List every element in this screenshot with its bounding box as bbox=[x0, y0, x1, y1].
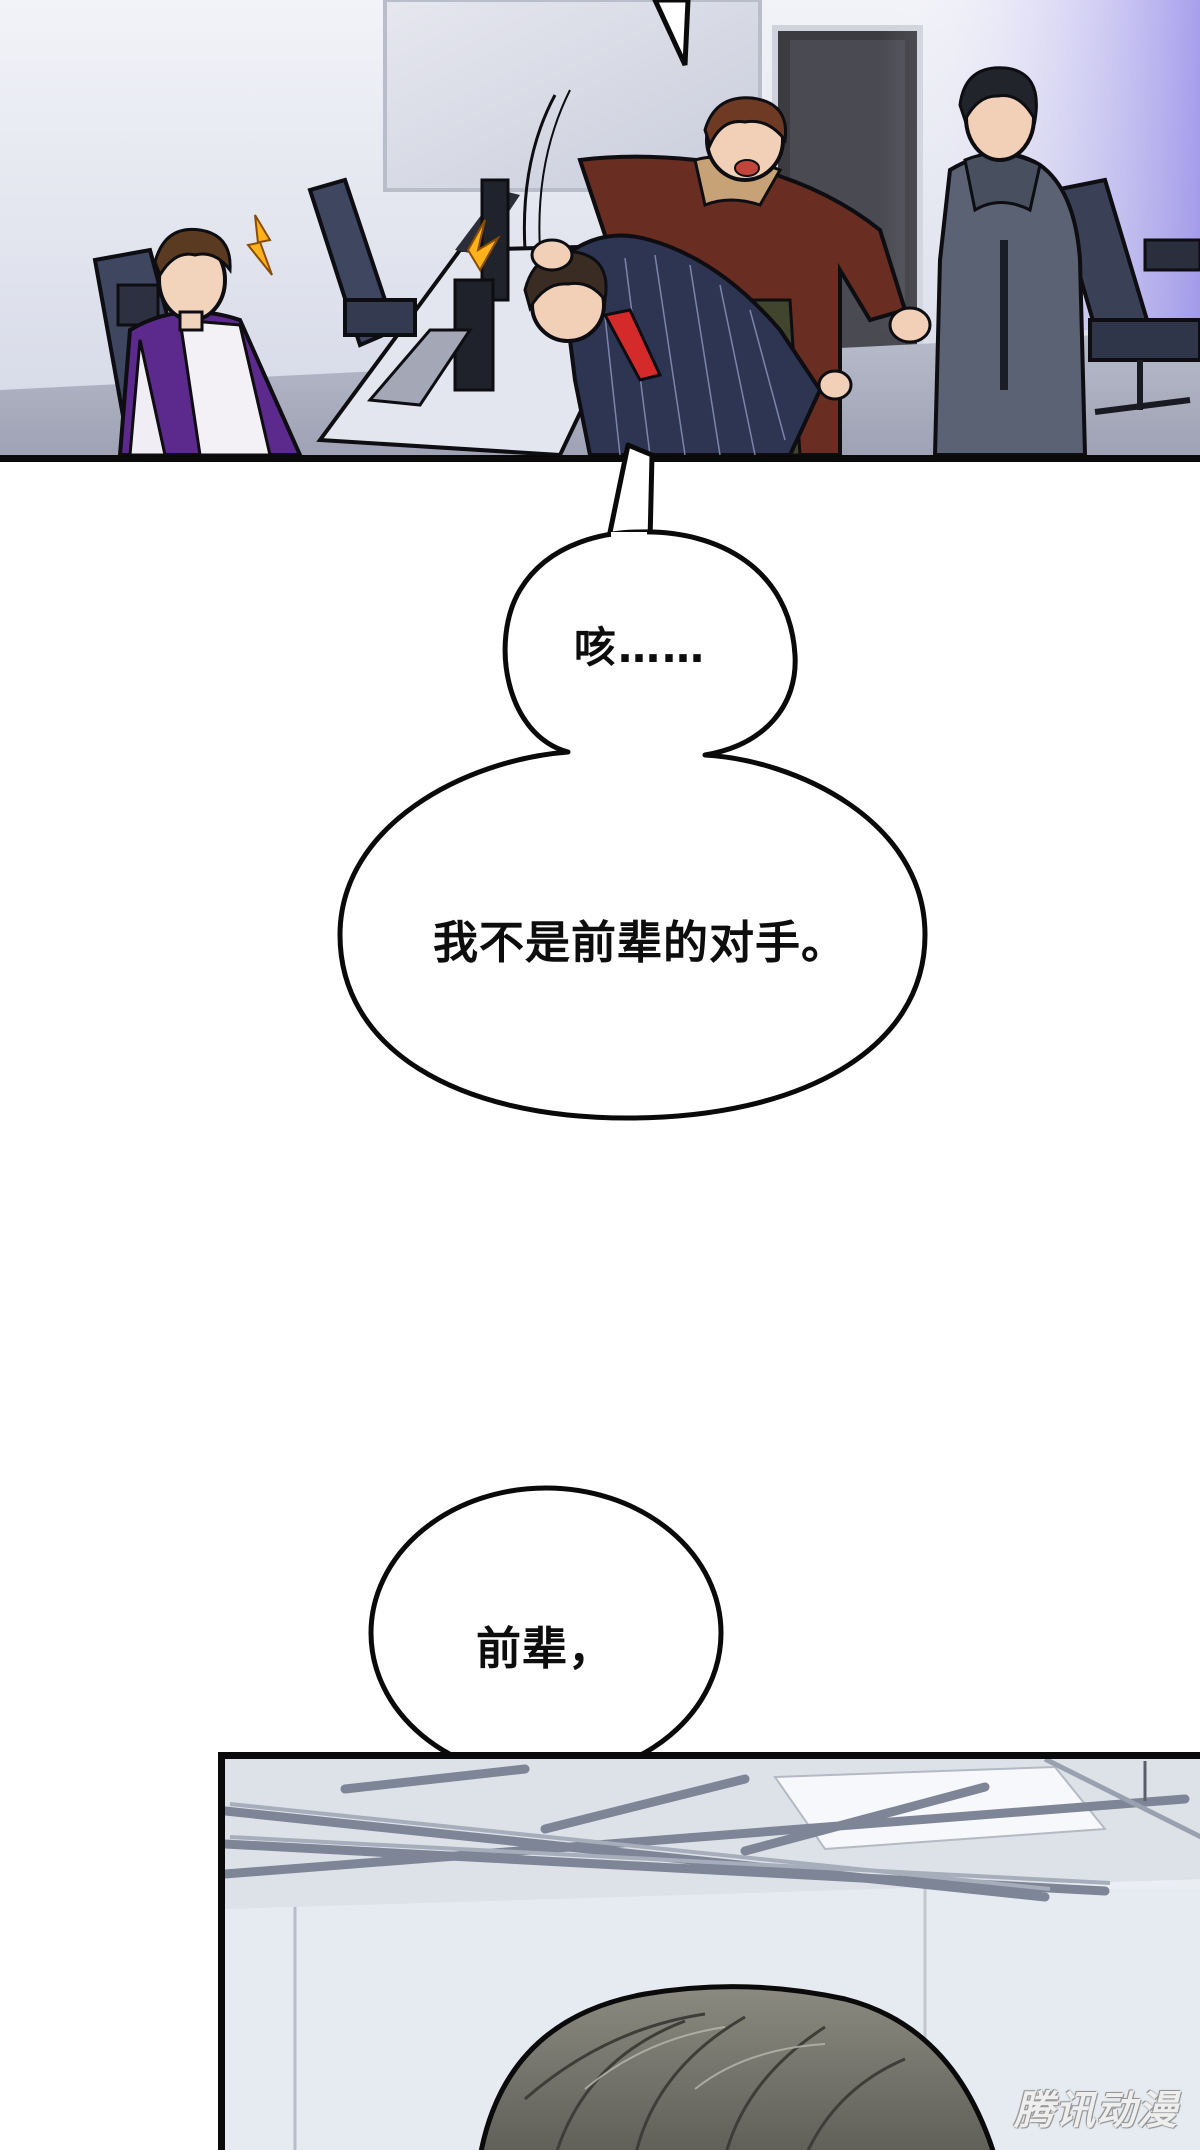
ceiling-hair-panel: 腾讯动漫 bbox=[218, 1752, 1200, 2150]
office-scene-illustration bbox=[0, 0, 1200, 455]
senpai-text: 前辈， bbox=[475, 1622, 614, 1675]
grey-hoodie-man-figure bbox=[932, 66, 1088, 455]
pinstripe-suit-man-figure bbox=[523, 233, 853, 455]
cough-bubble-shape bbox=[337, 529, 928, 1121]
seated-man-figure bbox=[117, 227, 303, 455]
character-hair bbox=[478, 1984, 996, 2150]
not-a-match-text: 我不是前辈的对手。 bbox=[432, 916, 847, 969]
ceiling-hair-illustration bbox=[225, 1759, 1200, 2150]
cough-text: 咳…… bbox=[573, 623, 706, 672]
watermark-logo: 腾讯动漫 bbox=[1014, 2088, 1178, 2134]
office-scene-panel bbox=[0, 0, 1200, 462]
